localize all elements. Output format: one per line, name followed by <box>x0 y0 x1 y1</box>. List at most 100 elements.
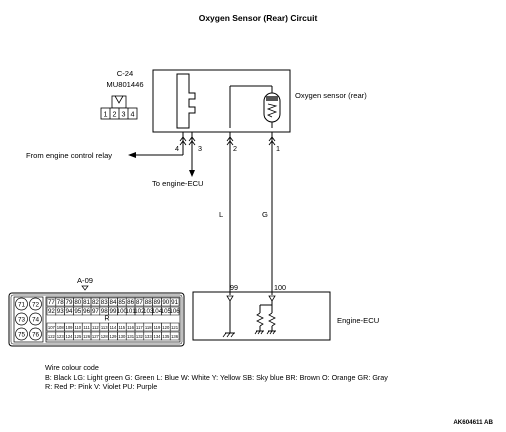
connector-a09-pin-label: 78 <box>57 299 64 306</box>
connector-a09-pin-label: 115 <box>118 325 125 330</box>
pin-label-1: 1 <box>276 144 280 153</box>
connector-a09-pin-label: 125 <box>74 334 82 339</box>
connector-a09-pin-label: 110 <box>74 325 81 330</box>
connector-c24-pin: 1 <box>104 110 108 119</box>
connector-a09-pin-label: 91 <box>171 299 178 306</box>
connector-a09-pin-label: 118 <box>145 325 152 330</box>
connector-a09-pin-label: 108 <box>57 325 65 330</box>
connector-a09-pin-label: 105 <box>161 308 172 315</box>
connector-a09-pin-label: 96 <box>83 308 90 315</box>
connector-a09-pin-label: 104 <box>152 308 163 315</box>
ecu-pin-99: 99 <box>230 283 238 292</box>
connector-a09-large-pin-label: 71 <box>18 301 26 308</box>
ecu-label: Engine-ECU <box>337 316 379 325</box>
sensor-heater-element <box>176 73 196 129</box>
connector-a09-large-pin <box>15 312 28 326</box>
connector-c24-pin: 3 <box>122 110 126 119</box>
connector-a09-pin-label: 128 <box>101 334 109 339</box>
connector-a09-id: A-09 <box>77 276 93 285</box>
connector-a09-pin-label: 119 <box>154 325 161 330</box>
connector-a09-pin-label: 112 <box>92 325 99 330</box>
diagram-title: Oxygen Sensor (Rear) Circuit <box>199 13 318 23</box>
connector-a09-pin-label: 121 <box>171 325 179 330</box>
sensor-label: Oxygen sensor (rear) <box>295 91 367 100</box>
connector-a09-large-pin <box>29 297 42 311</box>
connector-a09-pin-label: 129 <box>110 334 118 339</box>
connector-a09-pin-label: 79 <box>66 299 73 306</box>
figure-id: AK604611 AB <box>453 419 493 426</box>
connector-a09-pin-label: 130 <box>118 334 126 339</box>
oxygen-sensor: Oxygen sensor (rear) <box>152 69 367 133</box>
connector-a09-pin-label: 80 <box>74 299 81 306</box>
from-relay-label: From engine control relay <box>26 151 112 160</box>
legend-heading: Wire colour code <box>45 363 99 372</box>
connector-a09-pin-label: 131 <box>127 334 135 339</box>
connector-a09-pin-label: 106 <box>169 308 180 315</box>
connector-a09-pin-label: 111 <box>83 325 90 330</box>
connector-a09-large-pin-label: 75 <box>18 331 26 338</box>
connector-a09-pin-cell <box>169 306 180 316</box>
relay-feed-arrow <box>128 152 136 158</box>
connector-c24-pin: 2 <box>113 110 117 119</box>
connector-a09-pin-label: 117 <box>136 325 143 330</box>
connector-a09-pin-label: 120 <box>162 325 170 330</box>
connector-a09-pin-label: 113 <box>101 325 108 330</box>
connector-c24-latch <box>111 95 127 109</box>
connector-a09-pin-label: 87 <box>136 299 143 306</box>
connector-a09-pin-label: 133 <box>145 334 153 339</box>
connector-a09-large-pin <box>15 297 28 311</box>
connector-a09-large-pin <box>15 327 28 341</box>
connector-a09-pin-label: 93 <box>57 308 64 315</box>
connector-a09-pin-label: 77 <box>48 299 55 306</box>
connector-a09-pin-label: 123 <box>57 334 65 339</box>
connector-a09-pin-label: 124 <box>66 334 74 339</box>
connector-a09-pin-label: 103 <box>143 308 154 315</box>
connector-c24-id: C-24 <box>117 69 133 78</box>
connector-a09-pin-label: 88 <box>145 299 152 306</box>
connector-a09-pin-label: 109 <box>66 325 74 330</box>
connector-a09-large-pin-block <box>13 296 44 343</box>
pin-label-3: 3 <box>198 144 202 153</box>
connector-c24-pin: 4 <box>131 110 135 119</box>
connector-a09-pin-label: 89 <box>154 299 161 306</box>
connector-a09-small-pin-block <box>45 296 181 343</box>
ecu-pin-100: 100 <box>274 283 286 292</box>
connector-a09-large-pin-label: 76 <box>32 331 40 338</box>
connector-a09-pin-label: 134 <box>154 334 162 339</box>
pin-label-2: 2 <box>233 144 237 153</box>
connector-a09-pin-cell <box>169 322 180 332</box>
connector-a09-pin-label: 102 <box>134 308 145 315</box>
connector-a09-pin-label: 81 <box>83 299 90 306</box>
connector-a09-pin-label: 122 <box>48 334 56 339</box>
wire-colour-left: L <box>219 210 223 219</box>
connector-a09-pin-label: 100 <box>117 308 128 315</box>
connector-a09-pin-label: 85 <box>118 299 125 306</box>
connector-a09-pin-label: 95 <box>74 308 81 315</box>
to-ecu-label: To engine-ECU <box>152 179 204 188</box>
connector-a09-pin-cell <box>169 331 180 341</box>
connector-a09-pin-label: 92 <box>48 308 55 315</box>
connector-a09-pin-label: 90 <box>162 299 169 306</box>
connector-c24: C-24 MU801446 1 2 3 4 <box>100 69 144 120</box>
connector-a09-large-pin <box>29 312 42 326</box>
connector-a09-mid-label: R <box>104 314 109 323</box>
connector-a09-pin-cell <box>169 297 180 307</box>
connector-a09-large-pin <box>29 327 42 341</box>
connector-a09-pin-label: 114 <box>110 325 117 330</box>
connector-a09-pin-label: 135 <box>162 334 170 339</box>
connector-a09-pin-label: 84 <box>110 299 117 306</box>
legend-line-2: R: Red P: Pink V: Violet PU: Purple <box>45 382 157 391</box>
connector-a09-pin-label: 107 <box>48 325 56 330</box>
connector-a09-pin-label: 126 <box>83 334 91 339</box>
connector-a09-pin-label: 116 <box>127 325 134 330</box>
ecu-box <box>192 291 331 341</box>
connector-a09-pin-label: 101 <box>125 308 136 315</box>
connector-a09-pin-label: 83 <box>101 299 108 306</box>
connector-c24-latch-mark <box>114 95 124 104</box>
connector-a09-marker <box>81 285 89 291</box>
connector-a09-pin-label: 97 <box>92 308 99 315</box>
wire-colour-right: G <box>262 210 268 219</box>
